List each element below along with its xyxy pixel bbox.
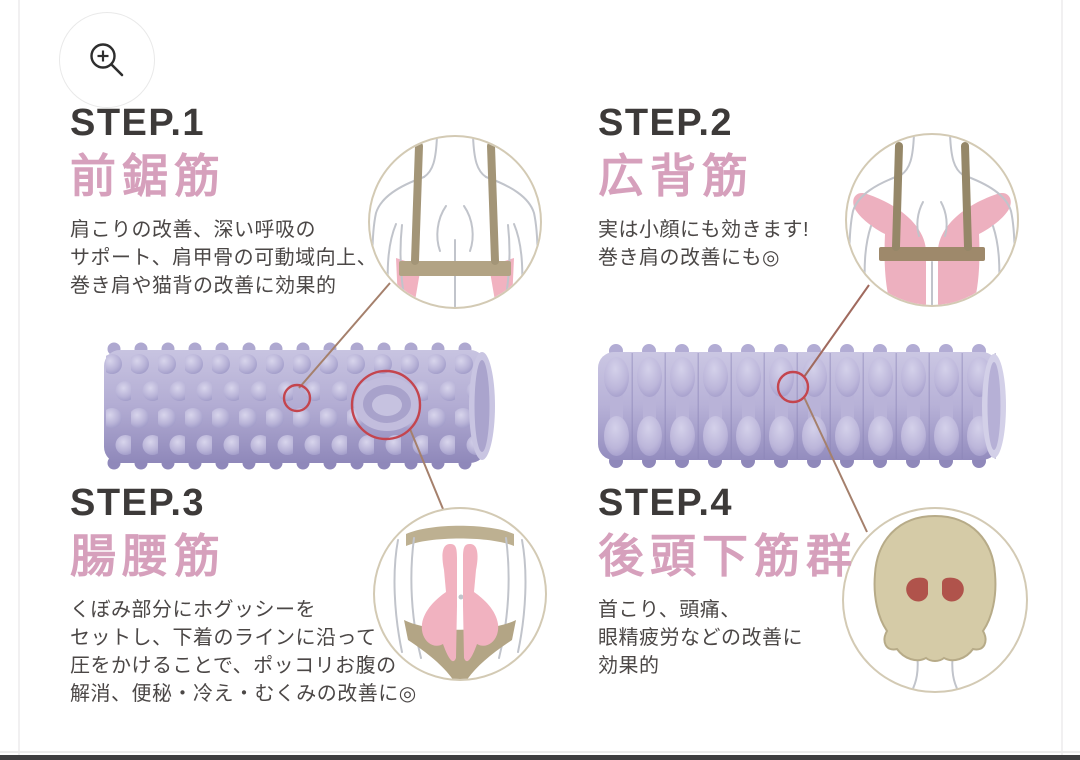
roller-knob-texture	[104, 342, 495, 470]
step2-description: 実は小顔にも効きます! 巻き肩の改善にも◎	[598, 219, 810, 270]
roller-dimple	[354, 377, 420, 431]
step1-muscle-name: 前鋸筋	[70, 149, 226, 202]
magnifier-plus-icon	[90, 43, 124, 77]
bottom-scrollbar[interactable]	[0, 755, 1080, 760]
step4-description: 首こり、頭痛、 眼精疲労などの改善に 効果的	[598, 599, 803, 678]
step3-muscle-name: 腸腰筋	[70, 529, 226, 582]
step-block-3: STEP.3 腸腰筋 くぼみ部分にホグッシーを セットし、下着のラインに沿って …	[70, 482, 430, 708]
step1-description: 肩こりの改善、深い呼吸の サポート、肩甲骨の可動域向上、 巻き肩や猫背の改善に効…	[70, 219, 378, 298]
connector-step2	[803, 284, 870, 378]
step1-label: STEP.1	[70, 102, 206, 144]
roller-wave-texture	[598, 344, 1006, 468]
step3-description: くぼみ部分にホグッシーを セットし、下着のラインに沿って 圧をかけることで、ポッ…	[70, 599, 417, 706]
step-block-4: STEP.4 後頭下筋群 首こり、頭痛、 眼精疲労などの改善に 効果的	[598, 482, 958, 680]
annotation-circle-dimple	[350, 369, 422, 441]
carousel-edge-right	[1061, 0, 1063, 760]
step2-label: STEP.2	[598, 102, 734, 144]
zoom-in-button[interactable]	[59, 12, 155, 108]
bottom-hairline	[0, 751, 1080, 753]
step3-label: STEP.3	[70, 482, 206, 524]
annotation-circle-wave	[776, 370, 810, 404]
step-block-1: STEP.1 前鋸筋 肩こりの改善、深い呼吸の サポート、肩甲骨の可動域向上、 …	[70, 102, 430, 300]
step-block-2: STEP.2 広背筋 実は小顔にも効きます! 巻き肩の改善にも◎	[598, 102, 958, 272]
step4-label: STEP.4	[598, 482, 734, 524]
annotation-circles	[282, 369, 810, 441]
step2-muscle-name: 広背筋	[598, 149, 754, 202]
annotation-circle-knob	[282, 383, 312, 413]
carousel-edge-left	[18, 0, 20, 760]
step4-muscle-name: 後頭下筋群	[598, 529, 858, 582]
